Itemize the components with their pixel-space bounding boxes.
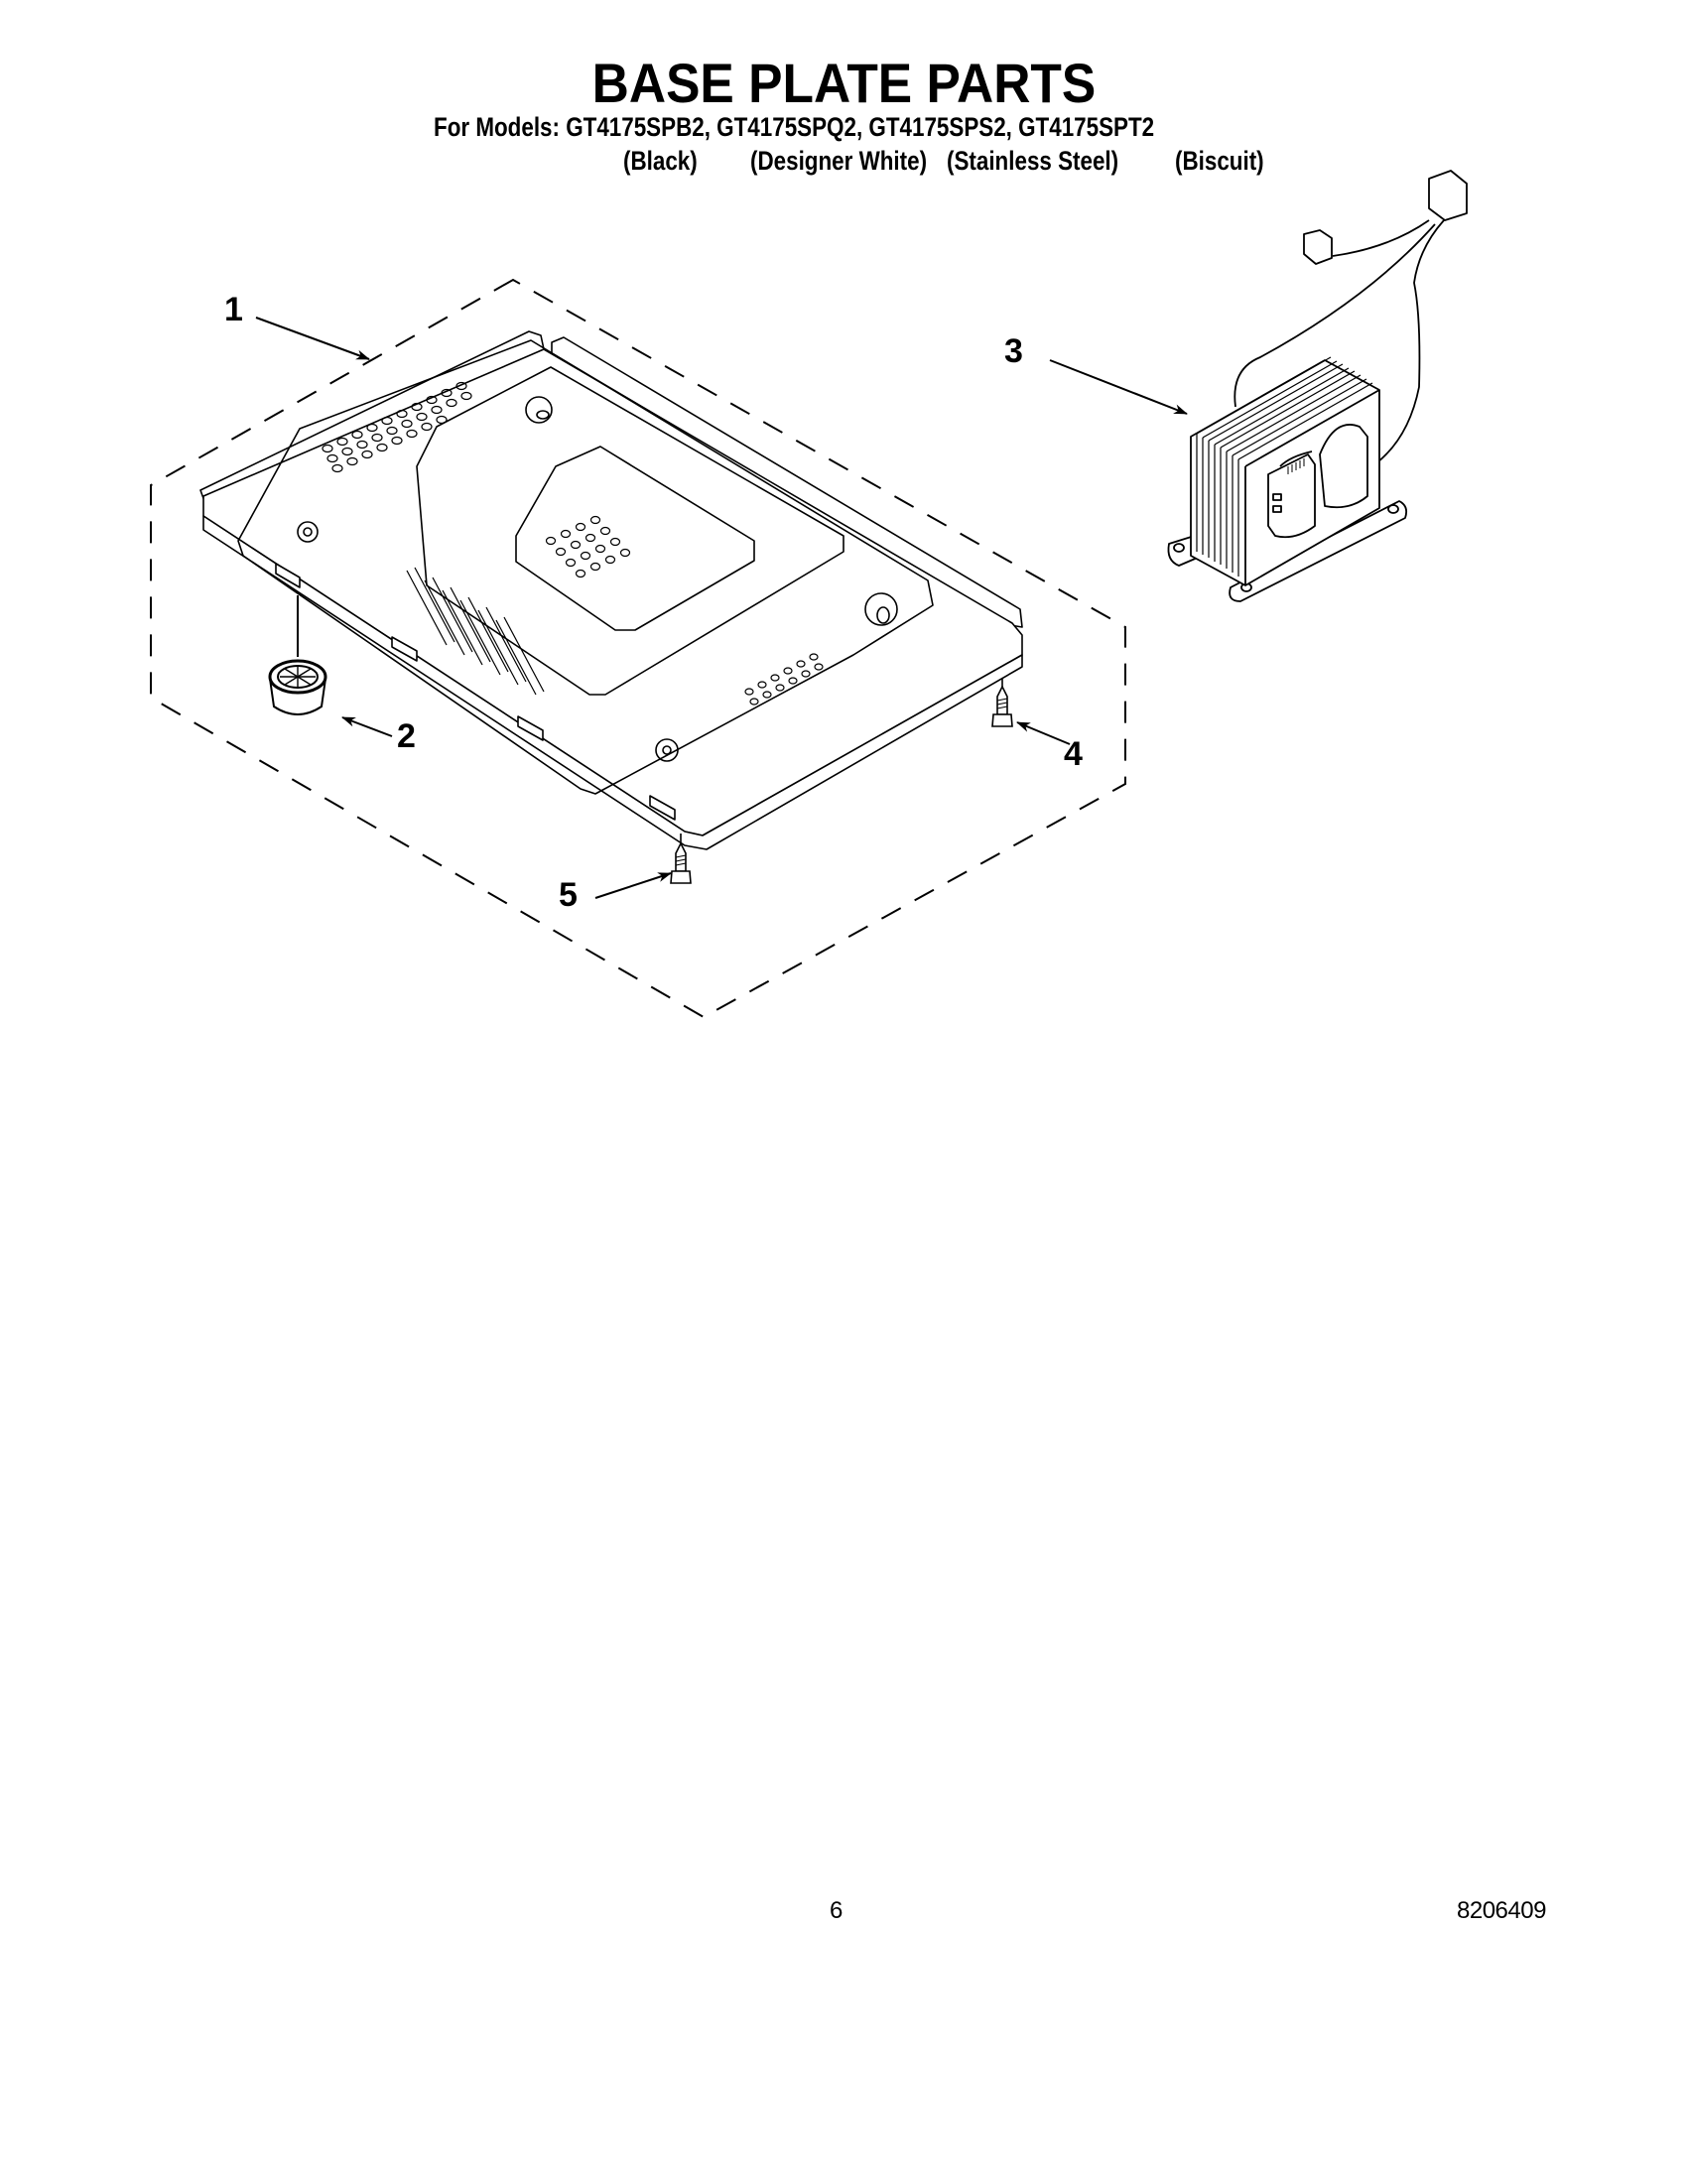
page-number: 6 — [830, 1897, 844, 1924]
callout-5-leader — [594, 872, 672, 899]
callout-4: 4 — [1064, 735, 1083, 773]
callout-4-leader — [1016, 721, 1071, 745]
foot-drawing — [268, 595, 327, 715]
transformer-drawing — [1167, 170, 1468, 602]
base-plate-drawing — [199, 330, 1023, 850]
callout-1-leader — [255, 317, 370, 360]
assembly-boundary — [150, 278, 1126, 1019]
color-stainless-steel: (Stainless Steel) — [947, 146, 1119, 176]
callout-3-leader — [1049, 359, 1188, 415]
callout-5: 5 — [559, 876, 578, 914]
models-line: For Models: GT4175SPB2, GT4175SPQ2, GT41… — [434, 112, 1155, 142]
screw-4-drawing — [991, 678, 1013, 727]
color-black: (Black) — [623, 146, 698, 176]
screw-5-drawing — [670, 834, 692, 884]
exploded-parts-diagram — [150, 170, 1468, 1019]
page-title: BASE PLATE PARTS — [591, 52, 1097, 114]
color-biscuit: (Biscuit) — [1175, 146, 1264, 176]
callout-2-leader — [341, 716, 393, 737]
callout-1: 1 — [224, 291, 243, 328]
callout-3: 3 — [1004, 332, 1023, 370]
callout-2: 2 — [397, 717, 416, 755]
document-number: 8206409 — [1457, 1897, 1546, 1924]
color-designer-white: (Designer White) — [750, 146, 928, 176]
